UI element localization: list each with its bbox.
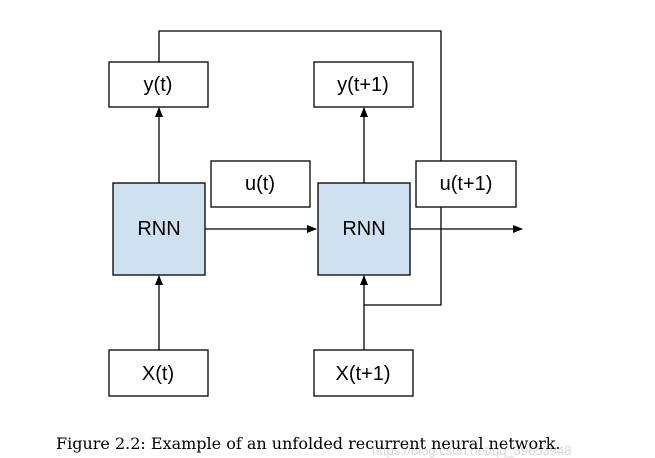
output-yt-node: y(t) <box>108 61 209 108</box>
input-xt-label: X(t) <box>142 363 174 385</box>
input-xt1-label: X(t+1) <box>335 363 390 385</box>
input-xt-node: X(t) <box>108 349 209 397</box>
rnn-cell-2-box <box>317 182 411 276</box>
rnn-cell-2-label: RNN <box>342 218 385 240</box>
output-yt1-node: y(t+1) <box>313 61 414 108</box>
hidden-ut-node: u(t) <box>210 160 311 208</box>
figure-caption: Figure 2.2: Example of an unfolded recur… <box>56 434 561 453</box>
hidden-ut1-box <box>415 160 517 208</box>
hidden-ut-box <box>210 160 311 208</box>
output-yt-box <box>108 61 209 108</box>
hidden-ut-label: u(t) <box>245 173 275 195</box>
rnn-cell-2: RNN <box>317 182 411 276</box>
output-yt1-box <box>313 61 414 108</box>
rnn-cell-1-label: RNN <box>137 218 180 240</box>
hidden-ut1-node: u(t+1) <box>415 160 517 208</box>
rnn-cell-1: RNN <box>112 182 206 276</box>
hidden-ut1-label: u(t+1) <box>440 173 493 195</box>
output-yt1-label: y(t+1) <box>337 74 389 96</box>
watermark-text: https://blog.csdn.net/qq_39653948 <box>372 443 572 458</box>
feedback-loop-line <box>158 30 442 306</box>
connectors <box>155 30 523 350</box>
input-xt1-box <box>313 349 414 397</box>
rnn-cell-1-box <box>112 182 206 276</box>
input-xt1-node: X(t+1) <box>313 349 414 397</box>
input-xt-box <box>108 349 209 397</box>
output-yt-label: y(t) <box>144 74 173 96</box>
